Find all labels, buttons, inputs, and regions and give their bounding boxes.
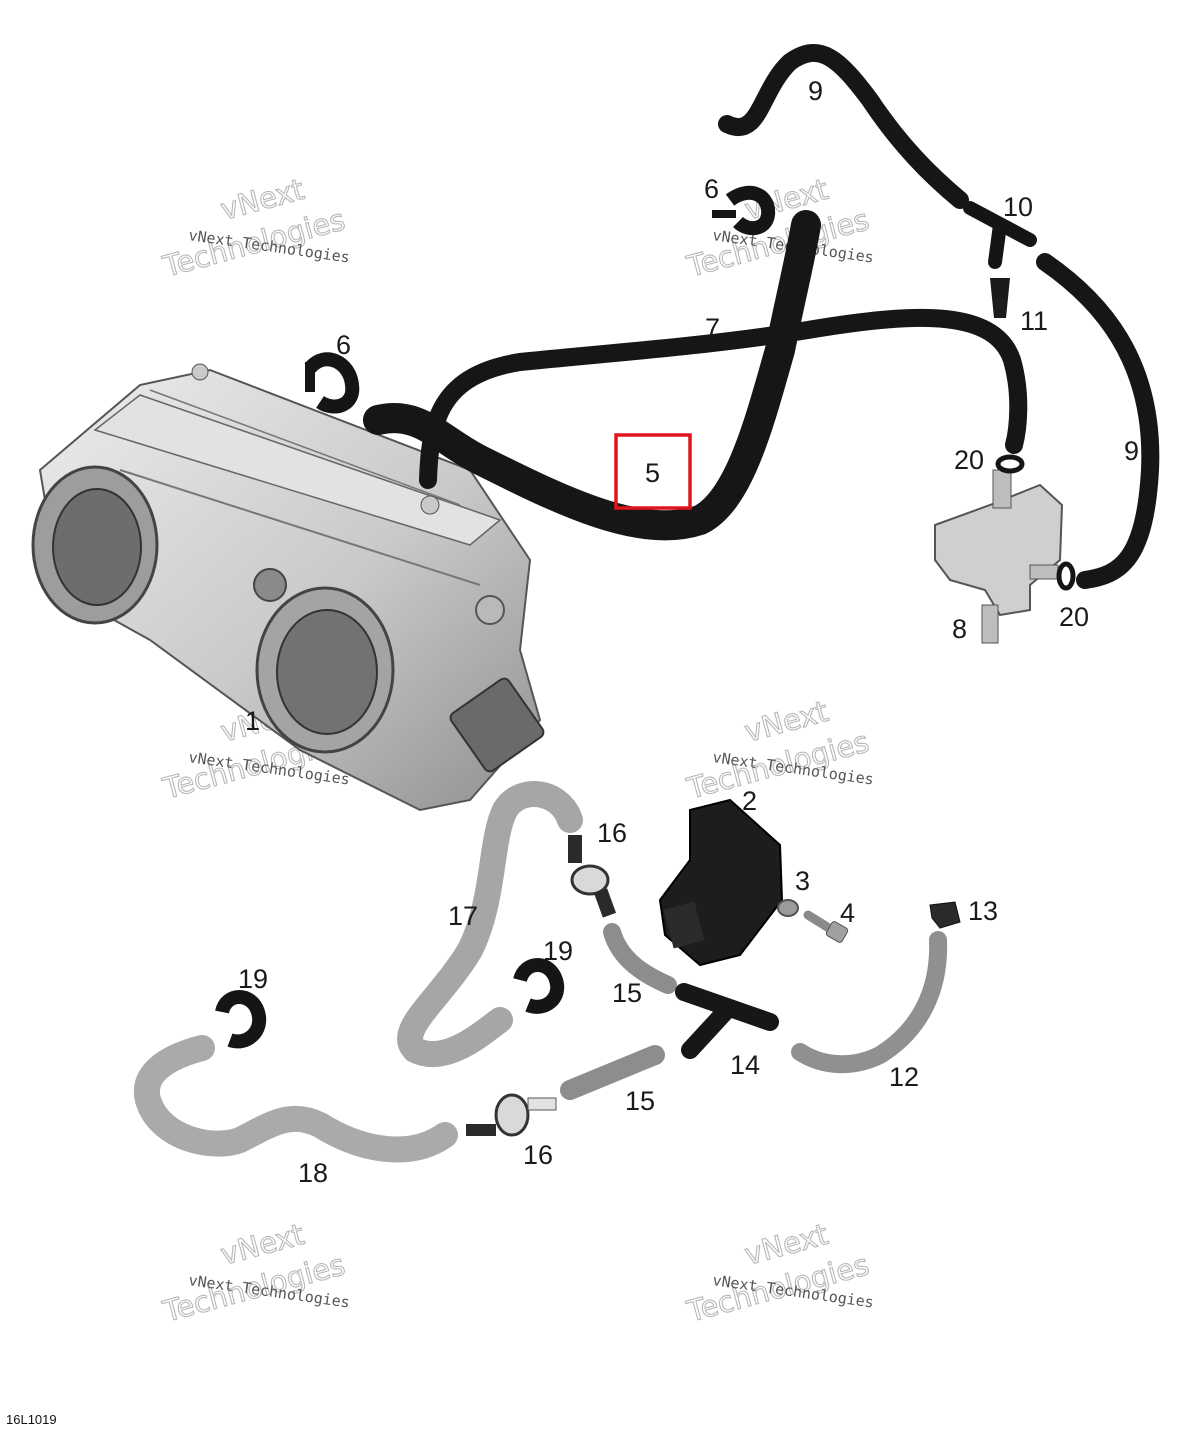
hose-5[interactable]	[363, 210, 821, 541]
callout-15-lower: 15	[625, 1086, 655, 1116]
callout-4: 4	[840, 898, 855, 928]
callout-18: 18	[298, 1158, 328, 1188]
throttle-sensor	[449, 677, 545, 773]
clip-20-right[interactable]	[1056, 561, 1076, 591]
callout-19-left: 19	[238, 964, 268, 994]
callout-3: 3	[795, 866, 810, 896]
callout-9-right: 9	[1124, 436, 1139, 466]
callout-6-upper: 6	[704, 174, 719, 204]
callouts: 1 2 3 4 5 6 6 7 8 9 9 10 11 12 13 14 15 …	[238, 76, 1139, 1188]
valve-8[interactable]	[934, 469, 1064, 644]
watermark-1: vNext Technologies vNext Technologies	[158, 171, 351, 284]
throttle-body[interactable]	[31, 363, 546, 812]
clip-20-top[interactable]	[995, 454, 1025, 474]
callout-7: 7	[705, 313, 720, 343]
callout-10: 10	[1003, 192, 1033, 222]
check-valve-16-bottom[interactable]	[466, 1093, 557, 1137]
callout-14: 14	[730, 1050, 760, 1080]
hose-9-upper[interactable]	[718, 43, 969, 209]
clamp-6-left[interactable]	[304, 352, 360, 414]
callout-2: 2	[742, 786, 757, 816]
clamp-6-upper[interactable]	[712, 185, 776, 236]
callout-1: 1	[245, 706, 260, 736]
callout-5: 5	[645, 458, 660, 488]
hose-15-upper[interactable]	[603, 923, 677, 994]
hose-12[interactable]	[791, 931, 948, 1074]
callout-17: 17	[448, 901, 478, 931]
highlight-box	[614, 433, 692, 510]
callout-12: 12	[889, 1062, 919, 1092]
sensor-2[interactable]	[658, 798, 784, 967]
callout-20-lower: 20	[1059, 602, 1089, 632]
hose-18[interactable]	[133, 1035, 458, 1163]
callout-8: 8	[952, 614, 967, 644]
callout-16-upper: 16	[597, 818, 627, 848]
callout-16-lower: 16	[523, 1140, 553, 1170]
callout-9-upper: 9	[808, 76, 823, 106]
callout-20-upper: 20	[954, 445, 984, 475]
hose-15-lower[interactable]	[560, 1045, 665, 1100]
reference-code: 16L1019	[6, 1412, 57, 1427]
callout-19-middle: 19	[543, 936, 573, 966]
watermark-6: vNext Technologies vNext Technologies	[682, 1216, 875, 1329]
watermark-5: vNext Technologies vNext Technologies	[158, 1216, 351, 1329]
callout-15-upper: 15	[612, 978, 642, 1008]
tee-connector-10[interactable]	[963, 201, 1037, 269]
cap-11[interactable]	[990, 278, 1010, 318]
hose-17[interactable]	[397, 781, 583, 1068]
callout-13: 13	[968, 896, 998, 926]
hose-9-right[interactable]	[1036, 253, 1160, 589]
callout-6-left: 6	[336, 330, 351, 360]
clamp-19-middle[interactable]	[513, 958, 565, 1014]
watermark-4: vNext Technologies vNext Technologies	[682, 693, 875, 806]
callout-11: 11	[1020, 306, 1048, 336]
washer-3[interactable]	[777, 899, 799, 917]
clamp-19-left[interactable]	[215, 990, 267, 1049]
check-valve-16-top[interactable]	[568, 835, 617, 918]
bolt-4[interactable]	[803, 910, 849, 943]
tee-connector-14[interactable]	[675, 983, 779, 1059]
cap-13[interactable]	[929, 901, 961, 929]
hose-7[interactable]	[419, 308, 1028, 489]
